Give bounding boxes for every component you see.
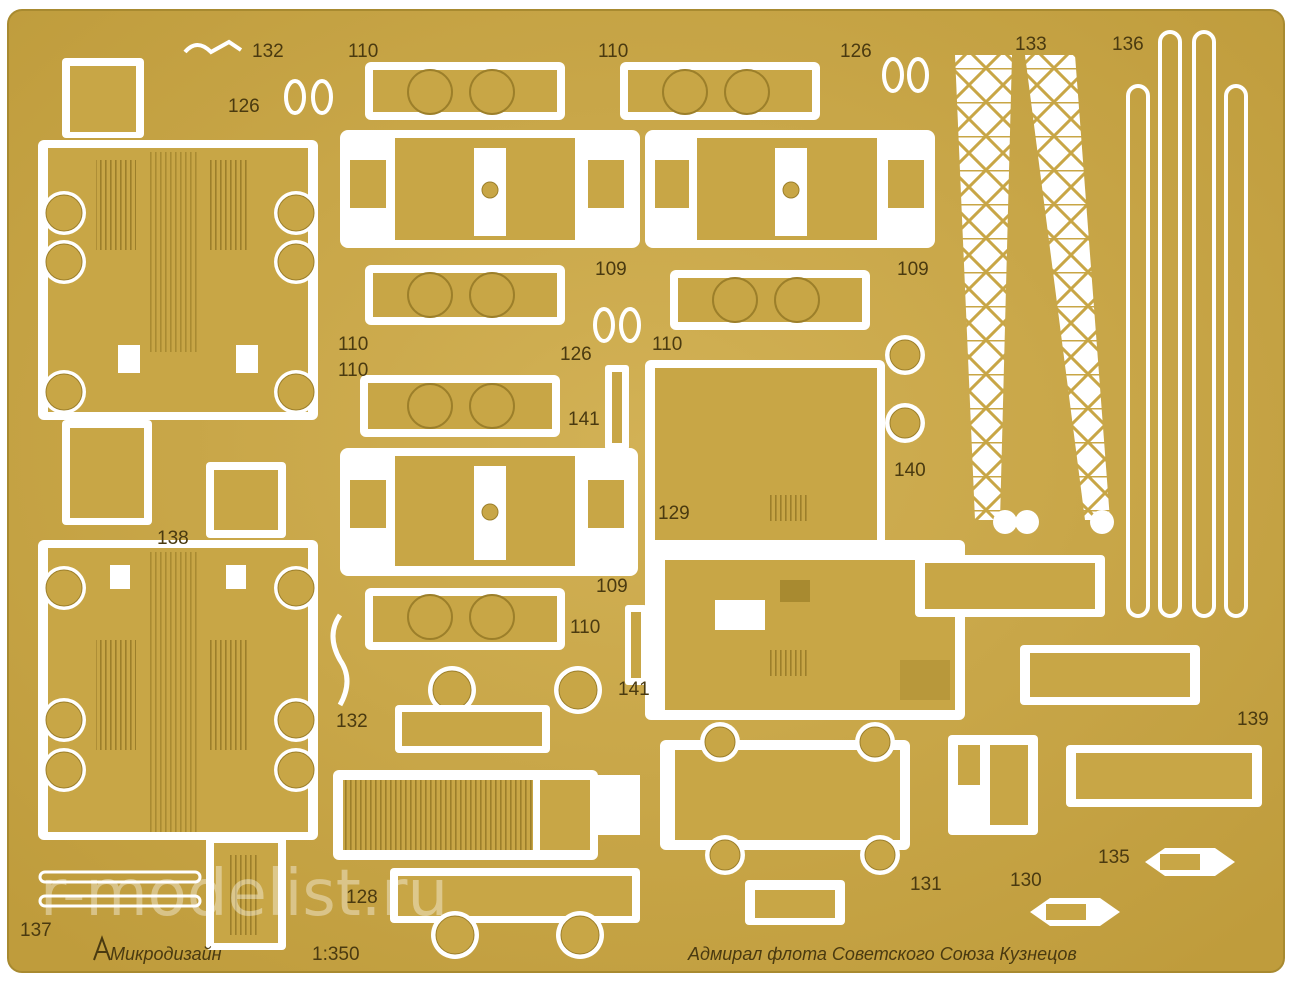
label-138: 138 [157, 528, 189, 549]
label-139: 139 [1237, 709, 1269, 730]
label-110-a: 110 [348, 41, 378, 62]
label-130: 130 [1010, 870, 1042, 891]
sheet-title: Адмирал флота Советского Союза Кузнецов [687, 944, 1077, 964]
scale-label: 1:350 [312, 944, 360, 965]
label-110-d: 110 [652, 334, 682, 355]
label-126-top: 126 [840, 41, 872, 62]
right-frames [915, 555, 1262, 926]
label-141-bot: 141 [618, 679, 650, 700]
brand-logo [93, 935, 111, 961]
label-131: 131 [910, 874, 942, 895]
panel-129 [645, 360, 965, 720]
label-110-c: 110 [338, 334, 368, 355]
brand-name: Микродизайн [110, 944, 222, 964]
rods-137 [38, 870, 202, 908]
label-135: 135 [1098, 847, 1130, 868]
middle-parts [183, 39, 935, 707]
label-109-a: 109 [595, 259, 627, 280]
truck-parts [333, 666, 910, 959]
label-129: 129 [658, 503, 690, 524]
vehicle-top-view-lower [38, 540, 318, 950]
label-109-b: 109 [897, 259, 929, 280]
lattice-masts-133 [955, 55, 1114, 534]
label-141-top: 141 [568, 409, 600, 430]
label-126-left: 126 [228, 96, 260, 117]
wheels-left-column [42, 191, 318, 792]
watermark: r-modelist.ru [40, 857, 448, 931]
long-rods-136 [1126, 30, 1248, 618]
label-140: 140 [894, 460, 926, 481]
label-110-e: 110 [338, 360, 368, 381]
part-labels: 132 110 110 126 133 136 126 109 109 110 … [20, 34, 1269, 941]
label-132-mid: 132 [336, 711, 368, 732]
label-136: 136 [1112, 34, 1144, 55]
label-126-mid: 126 [560, 344, 592, 365]
label-110-f: 110 [570, 617, 600, 638]
label-132-top: 132 [252, 41, 284, 62]
label-133: 133 [1015, 34, 1047, 55]
vehicle-top-view-upper [38, 58, 318, 538]
label-109-c: 109 [596, 576, 628, 597]
label-128: 128 [346, 887, 378, 908]
label-137: 137 [20, 920, 52, 941]
label-110-b: 110 [598, 41, 628, 62]
